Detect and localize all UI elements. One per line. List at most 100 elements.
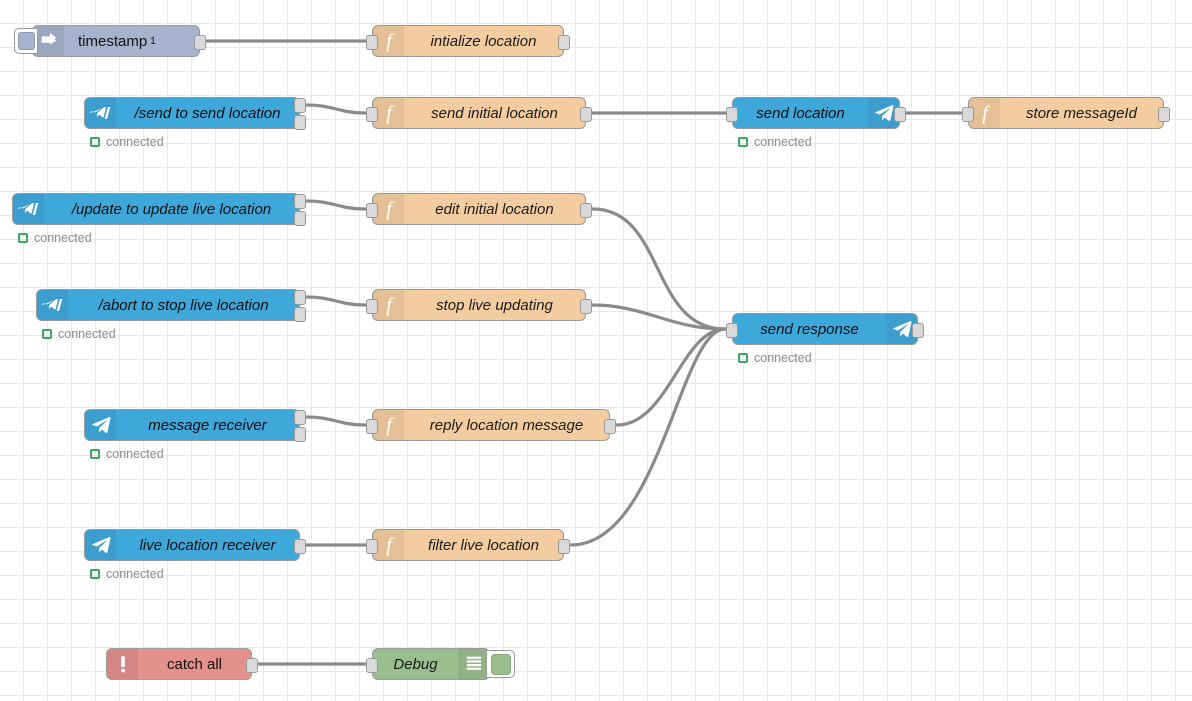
wire-reply-location-message-to-send-response[interactable] (615, 327, 727, 427)
output-port-1[interactable] (580, 106, 592, 122)
node-body: /abort to stop live location (37, 290, 299, 320)
input-port[interactable] (366, 538, 378, 554)
function-f-icon: f (373, 98, 404, 128)
wire-send-command-to-send-initial-location[interactable] (305, 103, 367, 115)
status-text: connected (754, 135, 812, 149)
output-port-2[interactable] (294, 211, 306, 226)
node-label: reply location message (429, 416, 584, 434)
svg-text:f: f (386, 102, 394, 124)
function-f-icon: f (373, 530, 404, 560)
telegram-plain-icon (85, 530, 116, 560)
output-port-1[interactable] (294, 194, 306, 209)
output-port-1[interactable] (294, 410, 306, 425)
output-port-1[interactable] (580, 202, 592, 218)
node-label: intialize location (430, 32, 537, 50)
node-edit-initial-location[interactable]: f edit initial location (366, 193, 592, 225)
svg-text:f: f (386, 198, 394, 220)
telegram-plain-icon (85, 410, 116, 440)
node-status-abort-command: connected (42, 327, 116, 341)
node-abort-command[interactable]: /abort to stop live location (36, 289, 306, 322)
status-text: connected (106, 567, 164, 581)
node-message-receiver[interactable]: message receiver (84, 409, 306, 442)
wire-abort-command-to-stop-live-updating[interactable] (305, 295, 367, 307)
debug-button-face (490, 653, 511, 675)
output-port-1[interactable] (604, 418, 616, 434)
status-indicator-icon (738, 137, 748, 147)
function-f-icon: f (373, 290, 404, 320)
input-port[interactable] (366, 34, 378, 50)
node-body: f stop live updating (373, 290, 585, 320)
node-label: stop live updating (436, 296, 553, 314)
node-send-location[interactable]: send location (726, 97, 906, 129)
input-port[interactable] (366, 657, 378, 673)
node-label: catch all (166, 655, 223, 673)
debug-toggle-button[interactable] (486, 650, 515, 678)
status-indicator-icon (90, 137, 100, 147)
input-port[interactable] (726, 322, 738, 338)
node-send-response[interactable]: send response (726, 313, 924, 345)
node-status-send-response: connected (738, 351, 812, 365)
input-port[interactable] (366, 106, 378, 122)
svg-text:f: f (982, 102, 990, 124)
output-port-1[interactable] (1158, 106, 1170, 122)
output-port-1[interactable] (580, 298, 592, 314)
wire-message-receiver-to-reply-location-message[interactable] (305, 415, 367, 427)
wire-update-command-to-edit-initial-location[interactable] (305, 199, 367, 211)
output-port-1[interactable] (294, 98, 306, 113)
status-indicator-icon (18, 233, 28, 243)
output-port-1[interactable] (194, 34, 206, 50)
node-body: /update to update live location (13, 194, 299, 224)
output-port-2[interactable] (294, 115, 306, 130)
function-f-icon: f (373, 194, 404, 224)
function-f-icon: f (969, 98, 1000, 128)
node-body: f store messageId (969, 98, 1163, 128)
node-status-send-location: connected (738, 135, 812, 149)
node-catch-all[interactable]: catch all (106, 648, 258, 680)
input-port[interactable] (726, 106, 738, 122)
input-port[interactable] (366, 418, 378, 434)
inject-trigger-button[interactable] (14, 28, 38, 54)
node-intialize-location[interactable]: f intialize location (366, 25, 570, 57)
svg-text:f: f (386, 30, 394, 52)
output-port-1[interactable] (294, 290, 306, 305)
warning-exclamation-icon (107, 649, 138, 679)
node-send-command[interactable]: /send to send location (84, 97, 306, 130)
output-port-1[interactable] (558, 538, 570, 554)
node-store-messageid[interactable]: f store messageId (962, 97, 1170, 129)
status-text: connected (106, 135, 164, 149)
telegram-command-icon (37, 290, 68, 320)
output-port-1[interactable] (912, 322, 924, 338)
node-label: send response (760, 320, 859, 338)
output-port-1[interactable] (894, 106, 906, 122)
node-update-command[interactable]: /update to update live location (12, 193, 306, 226)
node-live-location-receiver[interactable]: live location receiver (84, 529, 306, 561)
node-stop-live-updating[interactable]: f stop live updating (366, 289, 592, 321)
node-label: Debug (393, 655, 438, 673)
svg-text:f: f (386, 534, 394, 556)
telegram-icon (868, 98, 899, 128)
node-status-send-command: connected (90, 135, 164, 149)
output-port-1[interactable] (246, 657, 258, 673)
wire-edit-initial-location-to-send-response[interactable] (591, 207, 727, 331)
input-port[interactable] (366, 298, 378, 314)
node-label: edit initial location (435, 200, 554, 218)
node-label: /update to update live location (71, 200, 272, 218)
wire-stop-live-updating-to-send-response[interactable] (591, 303, 727, 331)
node-label: store messageId (1026, 104, 1137, 122)
status-indicator-icon (90, 449, 100, 459)
status-text: connected (754, 351, 812, 365)
input-port[interactable] (366, 202, 378, 218)
output-port-2[interactable] (294, 427, 306, 442)
node-debug[interactable]: Debug (366, 648, 515, 680)
input-port[interactable] (962, 106, 974, 122)
output-port-1[interactable] (294, 538, 306, 554)
output-port-2[interactable] (294, 307, 306, 322)
output-port-1[interactable] (558, 34, 570, 50)
